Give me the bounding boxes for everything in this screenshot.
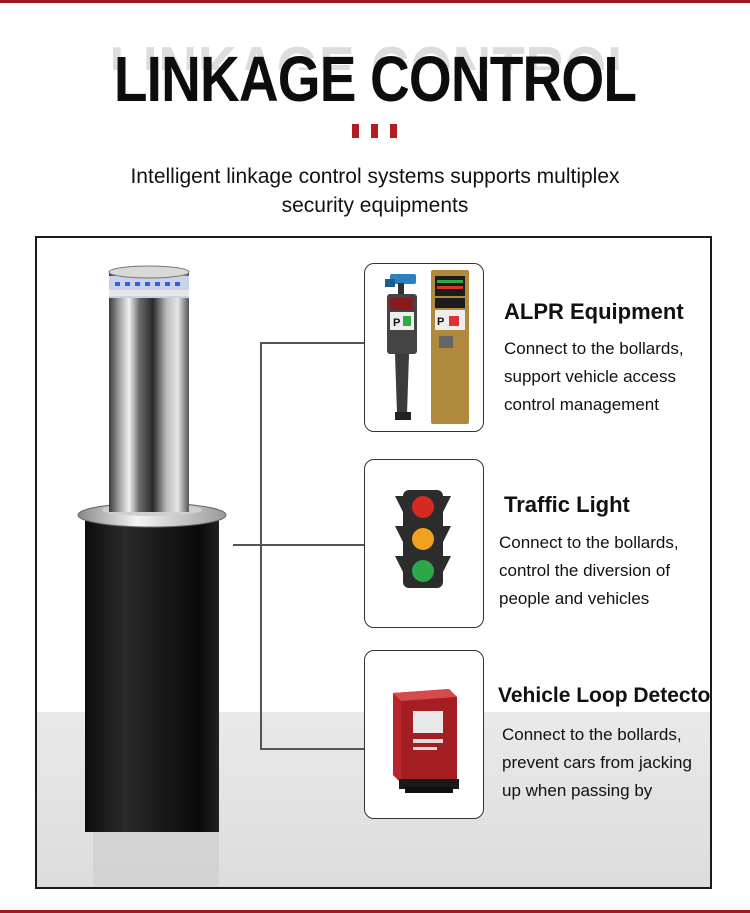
- bollard-image: [77, 265, 227, 887]
- loop-detector-line-1: Connect to the bollards,: [502, 725, 682, 744]
- loop-detector-title: Vehicle Loop Detector: [498, 684, 712, 707]
- traffic-light-title: Traffic Light: [504, 492, 630, 517]
- subtitle-line-2: security equipments: [281, 194, 469, 217]
- svg-text:P: P: [437, 316, 444, 328]
- traffic-light-icon: [395, 490, 451, 588]
- page-title: LINKAGE CONTROL: [113, 43, 637, 115]
- title-block: LINKAGE CONTROL LINKAGE CONTROL: [0, 30, 750, 120]
- loop-detector-icon: [393, 689, 459, 793]
- alpr-title: ALPR Equipment: [504, 299, 684, 324]
- alpr-line-3: control management: [504, 395, 659, 414]
- page-subtitle: Intelligent linkage control systems supp…: [100, 162, 650, 220]
- top-rule: [0, 0, 750, 3]
- traffic-light-line-1: Connect to the bollards,: [499, 533, 679, 552]
- connector-alpr: [260, 342, 364, 344]
- alpr-line-1: Connect to the bollards,: [504, 339, 684, 358]
- loop-detector-card: [364, 650, 484, 819]
- loop-detector-line-2: prevent cars from jacking: [502, 753, 692, 772]
- title-shadow: LINKAGE CONTROL: [109, 35, 641, 70]
- alpr-card: P P: [364, 263, 484, 432]
- alpr-description: Connect to the bollards, support vehicle…: [504, 335, 684, 419]
- connector-vertical: [260, 342, 262, 749]
- content-frame: P P ALPR Equipment Connect to the bollar…: [35, 236, 712, 889]
- bottom-rule: [0, 910, 750, 913]
- loop-detector-line-3: up when passing by: [502, 781, 653, 800]
- traffic-light-card: [364, 459, 484, 628]
- alpr-line-2: support vehicle access: [504, 367, 676, 386]
- alpr-camera-icon: P P: [385, 270, 469, 424]
- subtitle-line-1: Intelligent linkage control systems supp…: [130, 165, 620, 188]
- loop-detector-description: Connect to the bollards, prevent cars fr…: [502, 721, 692, 805]
- traffic-light-line-3: people and vehicles: [499, 589, 650, 608]
- accent-dashes: [352, 124, 400, 138]
- connector-main: [233, 544, 364, 546]
- svg-text:P: P: [393, 317, 400, 329]
- connector-detector: [260, 748, 364, 750]
- traffic-light-line-2: control the diversion of: [499, 561, 671, 580]
- traffic-light-description: Connect to the bollards, control the div…: [499, 529, 679, 613]
